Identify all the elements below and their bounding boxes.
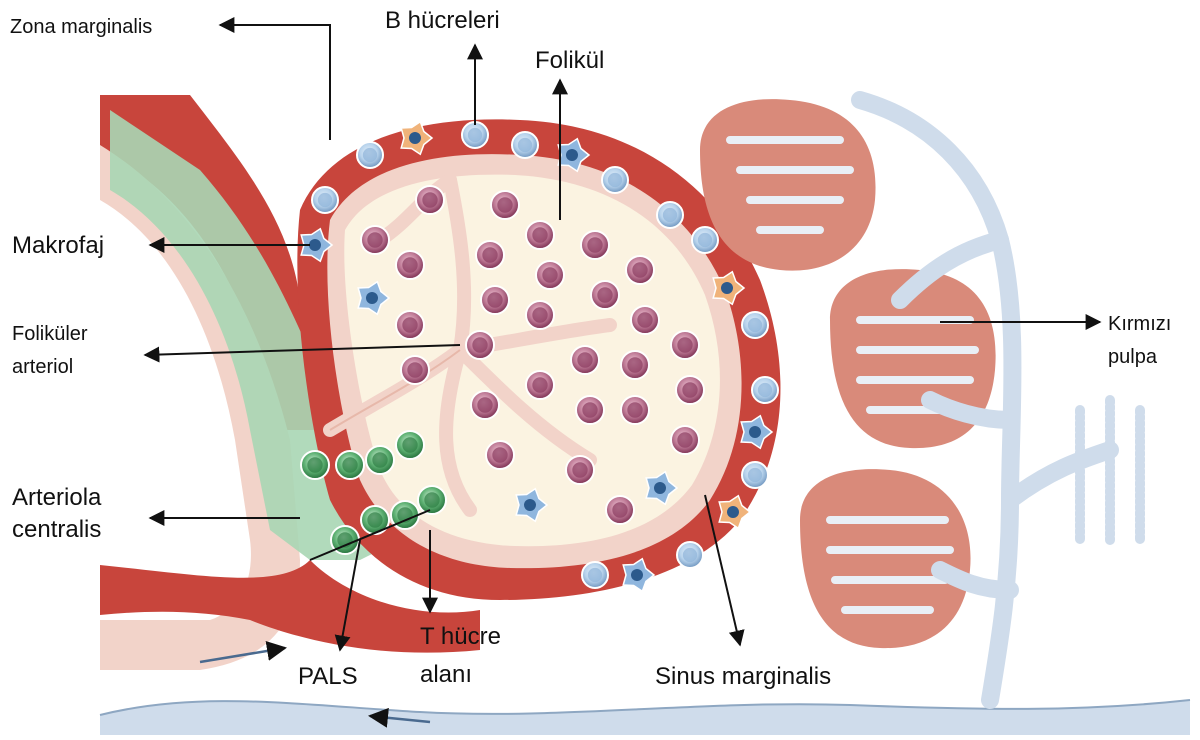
t-cell	[396, 431, 424, 459]
label-folikuler-line2: arteriol	[12, 356, 73, 378]
t-cell	[336, 451, 364, 479]
follicle-cell	[471, 391, 499, 419]
b-cell	[657, 202, 683, 228]
label-sinus-marginalis: Sinus marginalis	[655, 663, 831, 690]
follicle-cell	[526, 221, 554, 249]
follicle-cell	[401, 356, 429, 384]
follicle-cell	[396, 311, 424, 339]
label-zona-marginalis: Zona marginalis	[10, 16, 152, 38]
follicle-cell	[626, 256, 654, 284]
venous-sinus-branch-right	[1080, 400, 1140, 540]
label-makrofaj: Makrofaj	[12, 232, 104, 259]
label-kirmizi-line2: pulpa	[1108, 346, 1158, 368]
b-cell	[312, 187, 338, 213]
t-cell	[366, 446, 394, 474]
label-arteriola-line1: Arteriola	[12, 484, 102, 511]
t-cell	[301, 451, 329, 479]
label-folikul: Folikül	[535, 47, 604, 74]
follicle-cell	[526, 301, 554, 329]
follicle-cell	[621, 396, 649, 424]
b-cell	[357, 142, 383, 168]
follicle-cell	[631, 306, 659, 334]
b-cell	[692, 227, 718, 253]
t-cell	[418, 486, 446, 514]
b-cell	[742, 462, 768, 488]
follicle-cell	[581, 231, 609, 259]
bottom-vein	[100, 700, 1190, 735]
label-arteriola-line2: centralis	[12, 516, 101, 543]
follicle-cell	[671, 426, 699, 454]
follicle-cell	[486, 441, 514, 469]
follicle-cell	[466, 331, 494, 359]
follicle-cell	[476, 241, 504, 269]
label-folikuler-line1: Foliküler	[12, 323, 88, 345]
follicle-cell	[526, 371, 554, 399]
b-cell	[462, 122, 488, 148]
follicle-cell	[621, 351, 649, 379]
follicle-cell	[361, 226, 389, 254]
label-pals: PALS	[298, 663, 358, 690]
follicle-cell	[416, 186, 444, 214]
follicle-cell	[566, 456, 594, 484]
b-cell	[602, 167, 628, 193]
label-b-hucreleri: B hücreleri	[385, 7, 500, 34]
follicle-cell	[491, 191, 519, 219]
b-cell	[512, 132, 538, 158]
follicle-cell	[591, 281, 619, 309]
label-kirmizi-line1: Kırmızı	[1108, 313, 1171, 335]
follicle-cell	[536, 261, 564, 289]
b-cell	[742, 312, 768, 338]
b-cell	[752, 377, 778, 403]
b-cell	[582, 562, 608, 588]
label-t-hucre-line2: alanı	[420, 661, 472, 688]
follicle-cell	[396, 251, 424, 279]
label-t-hucre-line1: T hücre	[420, 623, 501, 650]
follicle-cell	[481, 286, 509, 314]
b-cell	[677, 542, 703, 568]
follicle-cell	[571, 346, 599, 374]
follicle-cell	[606, 496, 634, 524]
follicle-cell	[671, 331, 699, 359]
follicle-cell	[576, 396, 604, 424]
follicle-cell	[676, 376, 704, 404]
